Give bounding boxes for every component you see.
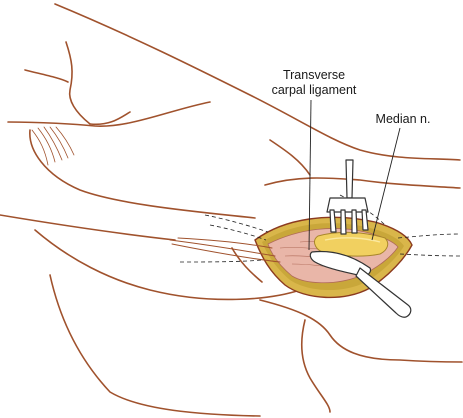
- retractor-prong-2: [340, 209, 347, 235]
- thumb-fold: [7, 101, 211, 127]
- retractor-instrument: [326, 159, 369, 235]
- forearm-bottom: [49, 274, 261, 417]
- retractor-head: [326, 197, 369, 213]
- label-line-1: Transverse: [282, 68, 346, 82]
- elevator-shaft: [355, 267, 412, 318]
- thumb-crease-1: [24, 69, 69, 83]
- elevator-instrument: [309, 250, 412, 318]
- thenar-curve: [29, 129, 256, 219]
- tendon-strands: [169, 237, 281, 263]
- retractor-prong-3: [351, 209, 358, 234]
- thumb-outline-top: [54, 3, 461, 161]
- ligament-leader: [308, 99, 312, 251]
- hypothenar-upper: [269, 139, 311, 176]
- retractor-prong-4: [361, 209, 369, 231]
- forearm-lower: [34, 229, 301, 301]
- retractor-handle: [345, 159, 354, 199]
- palm-crease-upper: [264, 177, 461, 189]
- thumb-crease-3: [89, 111, 131, 126]
- palm-lower: [259, 299, 463, 363]
- retractor-prong-1: [329, 209, 337, 233]
- label-transverse-carpal-ligament: Transverse carpal ligament: [262, 68, 366, 98]
- median-nerve-highlight: [324, 237, 381, 243]
- leader-lines: [308, 99, 401, 251]
- nerve-leader: [371, 127, 401, 241]
- thumb-crease-2: [65, 41, 91, 125]
- hand-outline: [0, 3, 463, 417]
- small-crease: [231, 247, 263, 283]
- wrist-line: [0, 214, 176, 241]
- label-line-2: carpal ligament: [271, 83, 357, 97]
- thumb-hatching: [31, 126, 75, 166]
- label-median-nerve: Median n.: [375, 112, 431, 126]
- pisiform-curve: [300, 319, 331, 413]
